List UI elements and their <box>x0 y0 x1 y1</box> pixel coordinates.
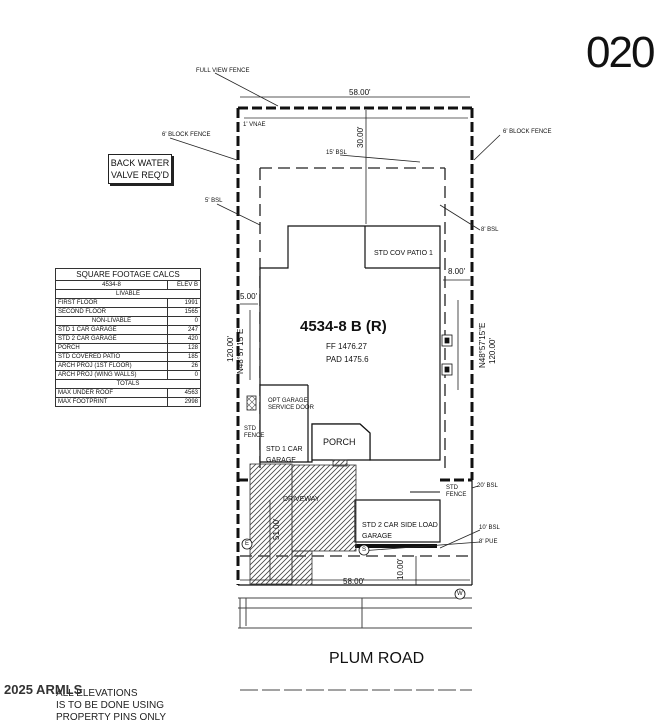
right-length: 120.00' <box>488 338 497 364</box>
calc-value: 185 <box>167 352 201 362</box>
calc-elev: ELEV B <box>167 280 201 290</box>
backwater-valve-note: BACK WATER VALVE REQ'D <box>108 154 172 184</box>
vnae-label: 1' VNAE <box>243 122 266 128</box>
calc-value: 420 <box>167 334 201 344</box>
lot-boundary <box>236 106 474 586</box>
house-footprint <box>259 225 441 463</box>
road-name: PLUM ROAD <box>329 650 425 667</box>
garage-door <box>355 544 437 548</box>
lot-number: 020 <box>586 28 655 77</box>
garage-1-label: STD 1 CAR GARAGE <box>266 446 303 464</box>
rear-bsl-label: 15' BSL <box>326 150 347 156</box>
marker-w-label: W <box>457 591 463 597</box>
dimension-lines <box>169 72 501 585</box>
ff-label: FF 1476.27 <box>326 342 367 351</box>
side-bsl-label: 20' BSL <box>477 483 498 489</box>
block-fence-right-label: 6' BLOCK FENCE <box>503 129 552 135</box>
calc-label: NON-LIVABLE <box>55 316 168 326</box>
dim-front-width: 58.00' <box>343 577 365 586</box>
calc-value: 0 <box>167 370 201 380</box>
marker-e-circle <box>241 538 253 550</box>
block-fence-left-label: 6' BLOCK FENCE <box>162 132 211 138</box>
right-bsl-label: 8' BSL <box>481 227 499 233</box>
calc-plan: 4534-8 <box>55 280 168 290</box>
dim-left-setback: 5.00' <box>240 292 258 301</box>
pue-label: 8' PUE <box>479 539 498 545</box>
calc-label: FIRST FLOOR <box>55 298 168 308</box>
dim-front-setback: 10.00' <box>396 558 405 580</box>
porch-label: PORCH <box>323 437 356 447</box>
copyright-watermark: 2025 ARMLS <box>4 682 83 697</box>
dim-rear-setback: 30.00' <box>356 126 365 148</box>
road-lines <box>238 597 472 691</box>
marker-s-circle <box>358 544 370 556</box>
dim-top: 58.00' <box>349 88 371 97</box>
bottom-note: ALL ELEVATIONS IS TO BE DONE USING PROPE… <box>56 688 167 723</box>
calc-label: STD COVERED PATIO <box>55 352 168 362</box>
left-length: 120.00' <box>226 336 235 362</box>
marker-s-label: S <box>362 547 367 553</box>
full-view-fence-label: FULL VIEW FENCE <box>196 68 250 74</box>
calc-value: 2998 <box>167 397 201 407</box>
calc-value: 0 <box>167 316 201 326</box>
marker-e-label: E <box>245 541 250 547</box>
calc-value: 1565 <box>167 307 201 317</box>
calc-label: ARCH PROJ (1ST FLOOR) <box>55 361 168 371</box>
calc-value: 1991 <box>167 298 201 308</box>
opt-garage-door-label: OPT GARAGE SERVICE DOOR <box>268 398 314 411</box>
marker-w-circle <box>454 588 466 600</box>
calc-title: SQUARE FOOTAGE CALCS <box>55 268 201 281</box>
calc-label: STD 1 CAR GARAGE <box>55 325 168 335</box>
right-bearing: N48°57'15"E <box>478 322 487 368</box>
calc-value: 26 <box>167 361 201 371</box>
pad-label: PAD 1475.6 <box>326 355 369 364</box>
calc-value: 4563 <box>167 388 201 398</box>
calc-value: 247 <box>167 325 201 335</box>
garage-2-label: STD 2 CAR SIDE LOAD GARAGE <box>362 522 438 540</box>
calc-label: PORCH <box>55 343 168 353</box>
calc-value: 128 <box>167 343 201 353</box>
dim-right-setback: 8.00' <box>448 267 466 276</box>
left-bearing: N48°57'15"E <box>236 328 245 374</box>
valve-box <box>246 395 257 411</box>
calc-livable-header: LIVABLE <box>55 289 201 299</box>
calc-label: MAX UNDER ROOF <box>55 388 168 398</box>
left-bsl-label: 5' BSL <box>205 198 223 204</box>
calc-totals-header: TOTALS <box>55 379 201 389</box>
plan-label: 4534-8 B (R) <box>300 318 387 335</box>
calc-label: STD 2 CAR GARAGE <box>55 334 168 344</box>
driveway-hatch <box>249 459 357 586</box>
std-fence-left-label: STD FENCE <box>244 426 265 439</box>
driveway-label: DRIVEWAY <box>283 496 320 503</box>
calc-label: ARCH PROJ (WING WALLS) <box>55 370 168 380</box>
dim-left-width: 51.00' <box>272 518 281 540</box>
front-bsl-label: 10' BSL <box>479 525 500 531</box>
calc-label: MAX FOOTPRINT <box>55 397 168 407</box>
calc-label: SECOND FLOOR <box>55 307 168 317</box>
std-fence-right-label: STD FENCE <box>446 485 467 498</box>
patio-label: STD COV PATIO 1 <box>374 250 433 257</box>
